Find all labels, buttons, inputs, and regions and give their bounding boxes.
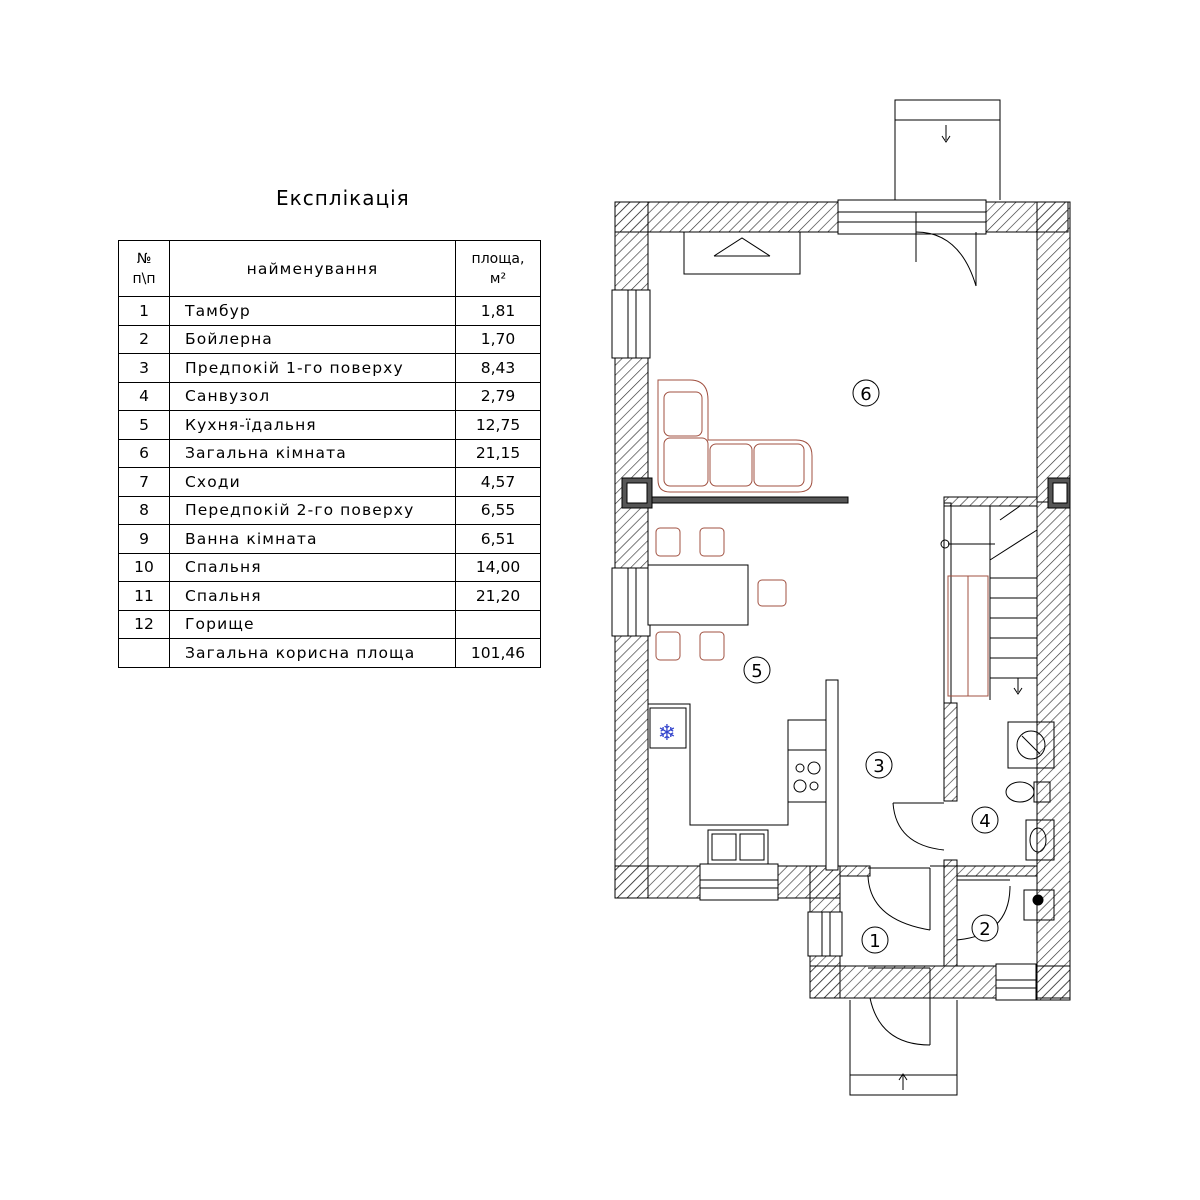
row-num: 7 [118, 467, 170, 497]
row-name: Загальна корисна площа [169, 638, 456, 668]
dining-set [647, 527, 787, 661]
header-area: площа, м² [455, 240, 541, 297]
row-area: 12,75 [455, 410, 541, 440]
explication-title: Експлікація [276, 186, 410, 210]
row-name: Загальна кімната [169, 438, 456, 468]
row-num: 4 [118, 381, 170, 411]
bathroom-fixtures [1005, 721, 1055, 921]
windows [611, 199, 1037, 1001]
row-area: 101,46 [455, 638, 541, 668]
row-name: Кухня-їдальня [169, 410, 456, 440]
porches [849, 99, 1001, 1096]
room-number-4: 4 [979, 811, 990, 832]
table-header-row: № п\п найменування площа, м² [118, 240, 541, 297]
row-num: 11 [118, 581, 170, 611]
doors [867, 211, 1011, 1046]
header-area-label: площа, м² [471, 250, 525, 287]
room-markers [743, 379, 999, 954]
row-num: 2 [118, 324, 170, 354]
row-name: Горище [169, 609, 456, 639]
room-number-2: 2 [979, 919, 990, 940]
row-name: Спальня [169, 552, 456, 582]
row-area: 4,57 [455, 467, 541, 497]
row-num: 1 [118, 296, 170, 326]
row-area: 8,43 [455, 353, 541, 383]
snowflake-icon: ❄ [658, 721, 676, 746]
room-numbers: 6 5 3 4 1 2 [751, 384, 990, 952]
sofa [657, 379, 813, 493]
row-area: 14,00 [455, 552, 541, 582]
kitchen-fixtures [648, 231, 827, 865]
row-name: Передпокій 2-го поверху [169, 495, 456, 525]
row-num: 12 [118, 609, 170, 639]
staircase [940, 505, 1038, 700]
room-number-3: 3 [873, 756, 884, 777]
room-number-5: 5 [751, 661, 762, 682]
header-num-label: № п\п [132, 250, 156, 287]
row-area: 2,79 [455, 381, 541, 411]
outer-walls [614, 201, 1071, 1001]
row-name: Сходи [169, 467, 456, 497]
header-num: № п\п [118, 240, 170, 297]
row-area: 1,70 [455, 324, 541, 354]
room-number-6: 6 [860, 384, 871, 405]
row-area: 1,81 [455, 296, 541, 326]
row-name: Санвузол [169, 381, 456, 411]
room-number-1: 1 [869, 931, 880, 952]
row-name: Тамбур [169, 296, 456, 326]
row-name: Бойлерна [169, 324, 456, 354]
